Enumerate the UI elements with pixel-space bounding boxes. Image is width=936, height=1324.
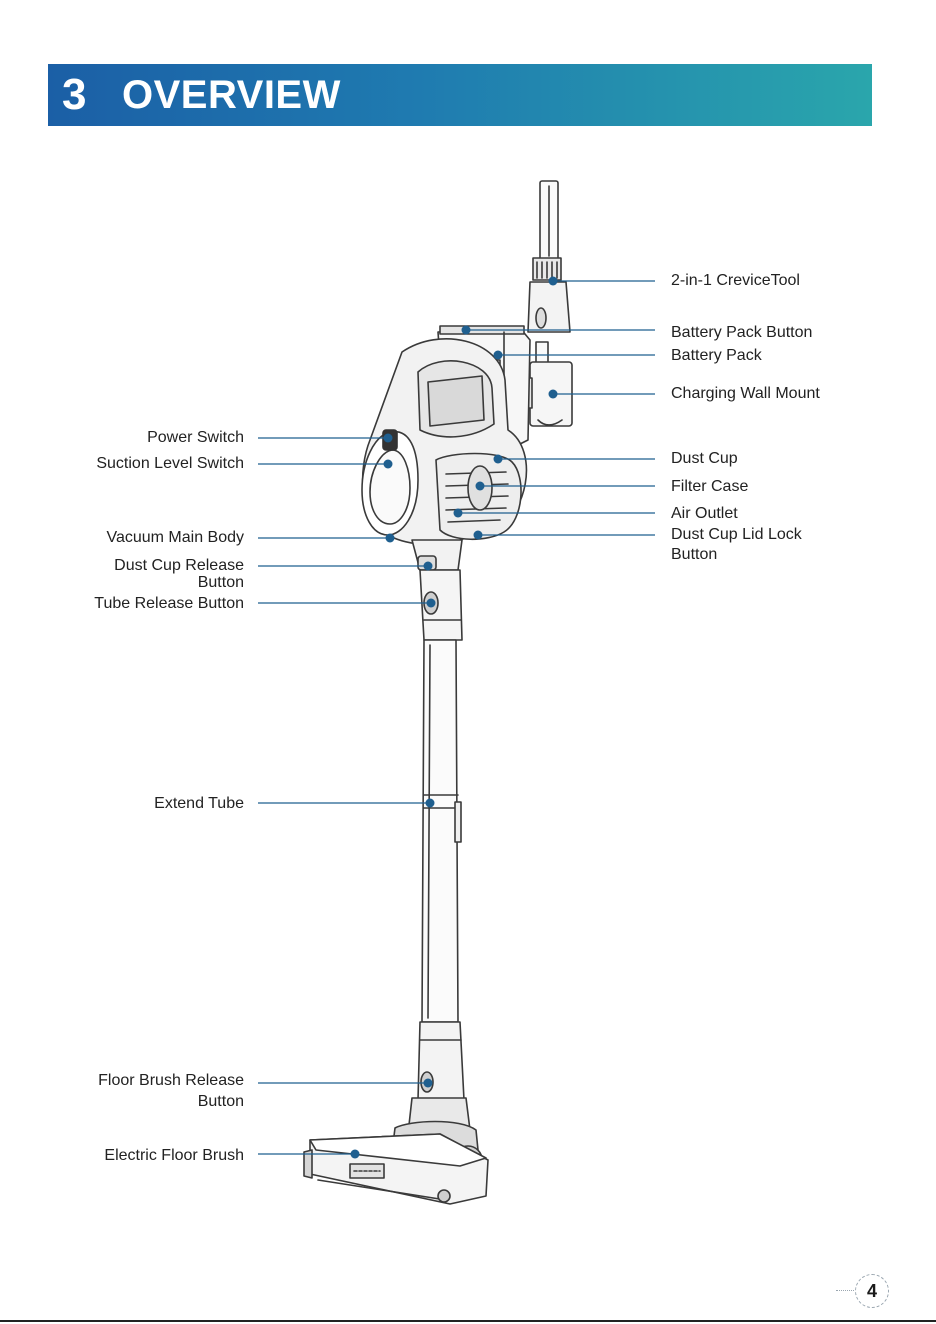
crevice-tool-drawing [528,181,570,332]
page-number: 4 [855,1274,889,1308]
label-dust-cup: Dust Cup [671,450,738,467]
label-battery-pack-button: Battery Pack Button [671,324,812,341]
label-floor-brush-release-button: Floor Brush Release Button [98,1072,244,1110]
label-vacuum-main-body: Vacuum Main Body [106,529,244,546]
vacuum-illustration [304,181,572,1204]
page-number-dots [836,1290,854,1291]
label-air-outlet: Air Outlet [671,505,738,522]
label-electric-floor-brush: Electric Floor Brush [104,1147,244,1164]
floor-brush-drawing [304,1134,488,1204]
label-filter-case: Filter Case [671,478,748,495]
bottom-rule [0,1320,936,1322]
label-tube-release-button: Tube Release Button [94,595,244,612]
tube-connector-drawing [420,570,462,640]
label-dust-cup-lid-lock-button: Dust Cup Lid Lock Button [671,526,802,563]
extension-tube-drawing [422,640,461,1022]
label-suction-level-switch: Suction Level Switch [96,455,244,472]
label-dust-cup-release-button: Dust Cup Release Button [114,557,244,591]
label-crevice-tool: 2-in-1 CreviceTool [671,272,800,289]
label-charging-wall-mount: Charging Wall Mount [671,385,820,402]
label-extend-tube: Extend Tube [154,795,244,812]
label-battery-pack: Battery Pack [671,347,762,364]
label-power-switch: Power Switch [147,429,244,446]
